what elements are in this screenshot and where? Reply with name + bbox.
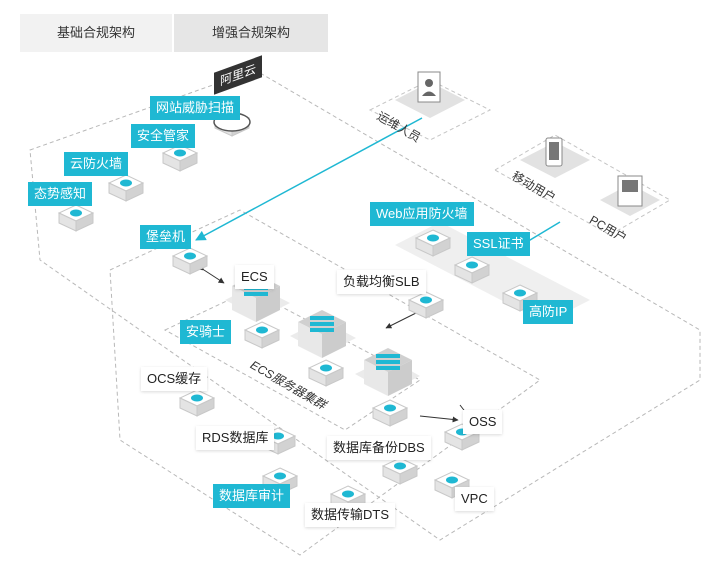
label-oss: OSS [463, 410, 503, 434]
ocs-icon [179, 389, 215, 417]
label-web-threat-scan: 网站威胁扫描 [150, 96, 241, 120]
label-waf: Web应用防火墙 [370, 202, 474, 226]
label-ssl-cert: SSL证书 [467, 232, 530, 256]
pc-device-icon [617, 175, 643, 207]
cluster-to-oss-line [419, 415, 459, 423]
label-dts: 数据传输DTS [305, 503, 396, 527]
ops-staff-icon [417, 71, 441, 103]
vpc-region-outline [109, 209, 541, 556]
tab-basic-compliance[interactable]: 基础合规架构 [20, 14, 174, 52]
aegis-icon-3 [372, 399, 408, 427]
ops-to-bastion-line [195, 117, 423, 241]
label-rds: RDS数据库 [196, 426, 275, 450]
label-situation-awareness: 态势感知 [28, 182, 93, 206]
label-aegis: 安骑士 [180, 320, 232, 344]
cloud-firewall-icon [108, 174, 144, 202]
label-security-manager: 安全管家 [131, 124, 196, 148]
ops-region-outline [368, 79, 492, 141]
ecs-server-2 [298, 310, 346, 358]
label-ocs: OCS缓存 [141, 367, 208, 391]
users-region-outline [493, 134, 672, 236]
label-vpc: VPC [455, 487, 494, 511]
label-cloud-firewall: 云防火墙 [64, 152, 129, 176]
aegis-icon-2 [308, 359, 344, 387]
mobile-device-icon [545, 137, 563, 167]
label-anti-ddos: 高防IP [523, 300, 574, 324]
tab-bar: 基础合规架构 增强合规架构 [20, 14, 328, 52]
label-db-audit: 数据库审计 [213, 484, 291, 508]
security-manager-icon [162, 144, 198, 172]
label-bastion-host: 堡垒机 [140, 225, 192, 249]
label-dbs: 数据库备份DBS [327, 436, 431, 460]
slb-to-ecs-line [385, 311, 419, 329]
bastion-host-icon [172, 247, 208, 275]
situation-awareness-icon [58, 204, 94, 232]
tab-enhanced-compliance[interactable]: 增强合规架构 [174, 14, 328, 52]
label-ecs: ECS [235, 265, 274, 289]
label-slb: 负载均衡SLB [337, 270, 426, 294]
ecs-server-3 [364, 348, 412, 396]
aegis-icon [244, 321, 280, 349]
bastion-to-ecs-line [197, 264, 225, 284]
dbs-icon [382, 457, 418, 485]
